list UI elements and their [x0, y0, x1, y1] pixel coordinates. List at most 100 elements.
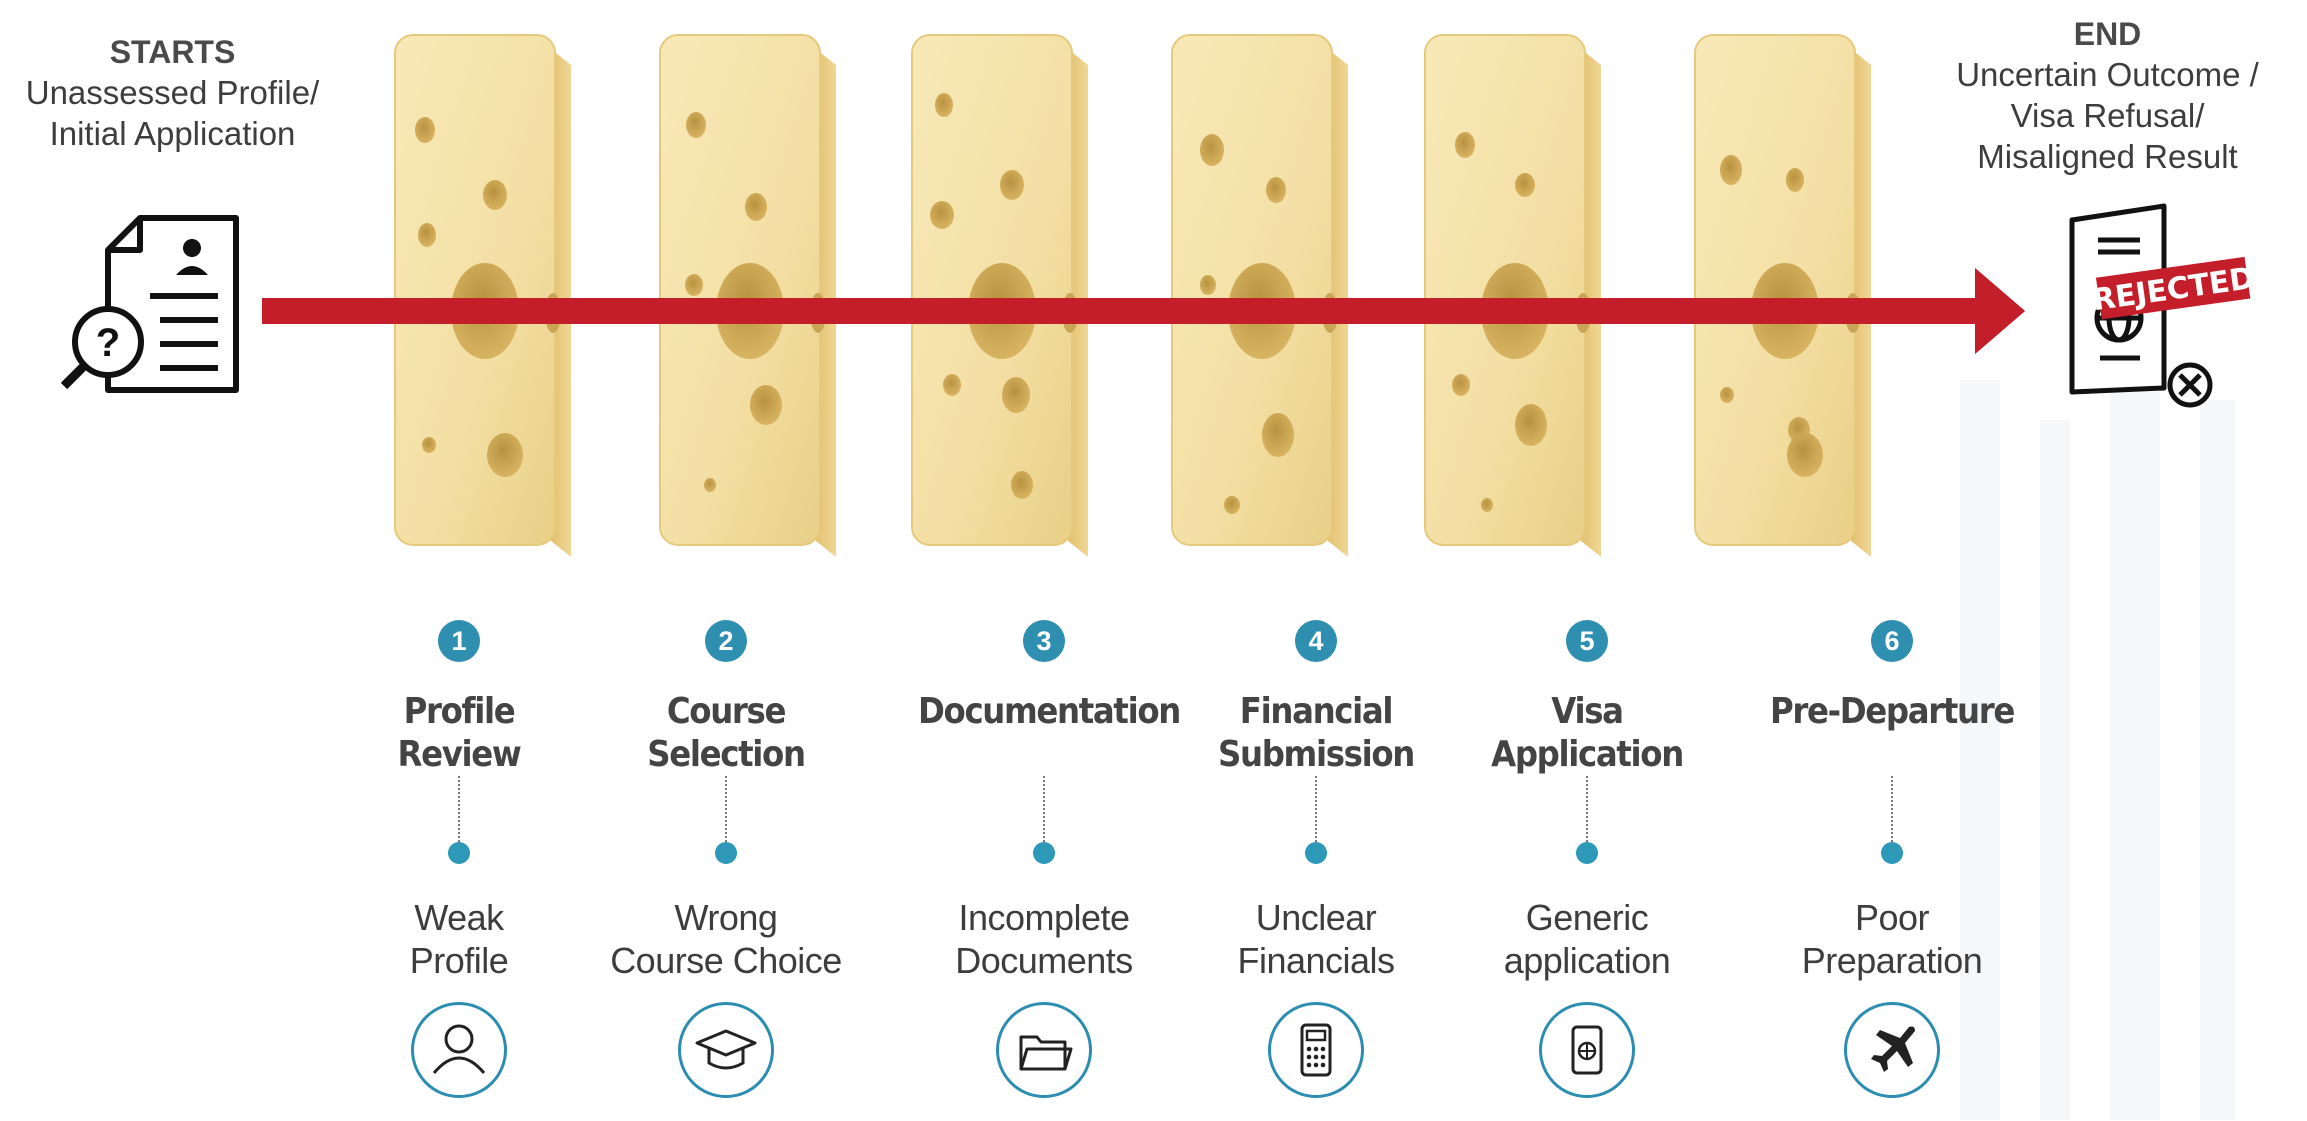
cheese-hole: [1011, 471, 1033, 499]
cheese-hole: [745, 193, 767, 221]
risk-label-line: Documents: [955, 940, 1133, 981]
cheese-hole: [1200, 134, 1224, 166]
cheese-hole: [930, 201, 954, 229]
profile-search-icon: ?: [60, 215, 239, 393]
cheese-hole: [415, 117, 435, 143]
start-subtitle-line: Unassessed Profile/: [25, 74, 320, 111]
start-title: STARTS: [109, 34, 236, 70]
cheese-hole: [1452, 374, 1470, 396]
stage-number-badge: 2: [705, 620, 747, 662]
end-subtitle-line: Misaligned Result: [1977, 138, 2238, 175]
stage-number-badge: 4: [1295, 620, 1337, 662]
risk-label-line: Profile: [409, 940, 509, 981]
cheese-hole: [750, 385, 782, 425]
connector-line: [458, 776, 460, 842]
stage-title-line: Pre-Departure: [1769, 691, 2015, 732]
cheese-hole: [1455, 132, 1475, 158]
stage-title-line: Review: [397, 734, 522, 775]
airplane-icon: [1844, 1002, 1940, 1098]
connector-line: [1043, 776, 1045, 842]
cheese-hole: [1515, 173, 1535, 197]
cheese-hole: [1002, 377, 1030, 413]
end-block: END Uncertain Outcome / Visa Refusal/ Mi…: [1915, 14, 2300, 177]
cheese-hole: [1720, 387, 1734, 403]
cheese-hole: [418, 223, 436, 247]
cheese-hole: [935, 93, 953, 117]
cheese-hole: [1266, 177, 1286, 203]
cheese-slice-4: [1171, 34, 1348, 557]
background-stripe: [1960, 380, 2000, 1120]
cheese-hole: [943, 374, 961, 396]
stage-title-line: Profile: [403, 691, 516, 732]
cheese-hole: [1000, 170, 1024, 200]
background-stripe: [2110, 360, 2160, 1120]
cheese-slices-graphic: ? REJECTED: [60, 34, 2257, 557]
connector-dot: [1033, 842, 1055, 864]
stage-title: Pre-Departure: [1766, 690, 2018, 776]
cheese-hole: [1481, 498, 1493, 512]
passport-icon: [1539, 1002, 1635, 1098]
connector-line: [725, 776, 727, 842]
cheese-hole: [1786, 168, 1804, 192]
risk-label-line: Poor: [1854, 897, 1930, 938]
folder-icon: [996, 1002, 1092, 1098]
cheese-hole: [487, 433, 523, 477]
user-icon: [411, 1002, 507, 1098]
connector-line: [1891, 776, 1893, 842]
stage-title-line: Submission: [1218, 734, 1415, 775]
background-stripe: [2040, 420, 2070, 1120]
graduation-cap-icon: [678, 1002, 774, 1098]
end-subtitle-line: Visa Refusal/: [2010, 97, 2205, 134]
background-stripe: [2200, 400, 2235, 1120]
cheese-hole: [685, 274, 703, 296]
cheese-hole: [1515, 404, 1547, 446]
risk-label-line: application: [1503, 940, 1671, 981]
rejected-passport-icon: REJECTED: [2069, 203, 2257, 408]
cheese-hole: [422, 437, 436, 453]
path-arrow-shaft: [262, 298, 1982, 324]
cheese-slice-6: [1694, 34, 1871, 557]
cheese-slice-3: [911, 34, 1088, 557]
risk-label-line: Wrong: [674, 897, 778, 938]
connector-dot: [1576, 842, 1598, 864]
risk-label-line: Preparation: [1801, 940, 1983, 981]
end-subtitle-line: Uncertain Outcome /: [1956, 56, 2259, 93]
cheese-hole: [483, 180, 507, 210]
stage-title-line: Selection: [647, 734, 806, 775]
stage-number-badge: 5: [1566, 620, 1608, 662]
cheese-slice-5: [1424, 34, 1601, 557]
cheese-hole: [1200, 275, 1216, 295]
calculator-icon: [1268, 1002, 1364, 1098]
cheese-slice-2: [659, 34, 836, 557]
stage-title: Documentation: [918, 690, 1181, 776]
cheese-hole: [704, 478, 716, 492]
svg-text:?: ?: [96, 321, 120, 365]
risk-label-line: Course Choice: [610, 940, 842, 981]
stage-title-line: Visa: [1551, 691, 1624, 732]
risk-label-line: Unclear: [1255, 897, 1377, 938]
stage-number-badge: 1: [438, 620, 480, 662]
path-arrow-head: [1975, 268, 2025, 354]
stage-title-line: Documentation: [918, 691, 1181, 732]
stage-number-badge: 6: [1871, 620, 1913, 662]
connector-dot: [448, 842, 470, 864]
connector-dot: [1881, 842, 1903, 864]
cheese-slice-1: [394, 34, 571, 557]
end-title: END: [2073, 16, 2142, 52]
cheese-hole: [1787, 433, 1823, 477]
risk-label-line: Incomplete: [958, 897, 1130, 938]
